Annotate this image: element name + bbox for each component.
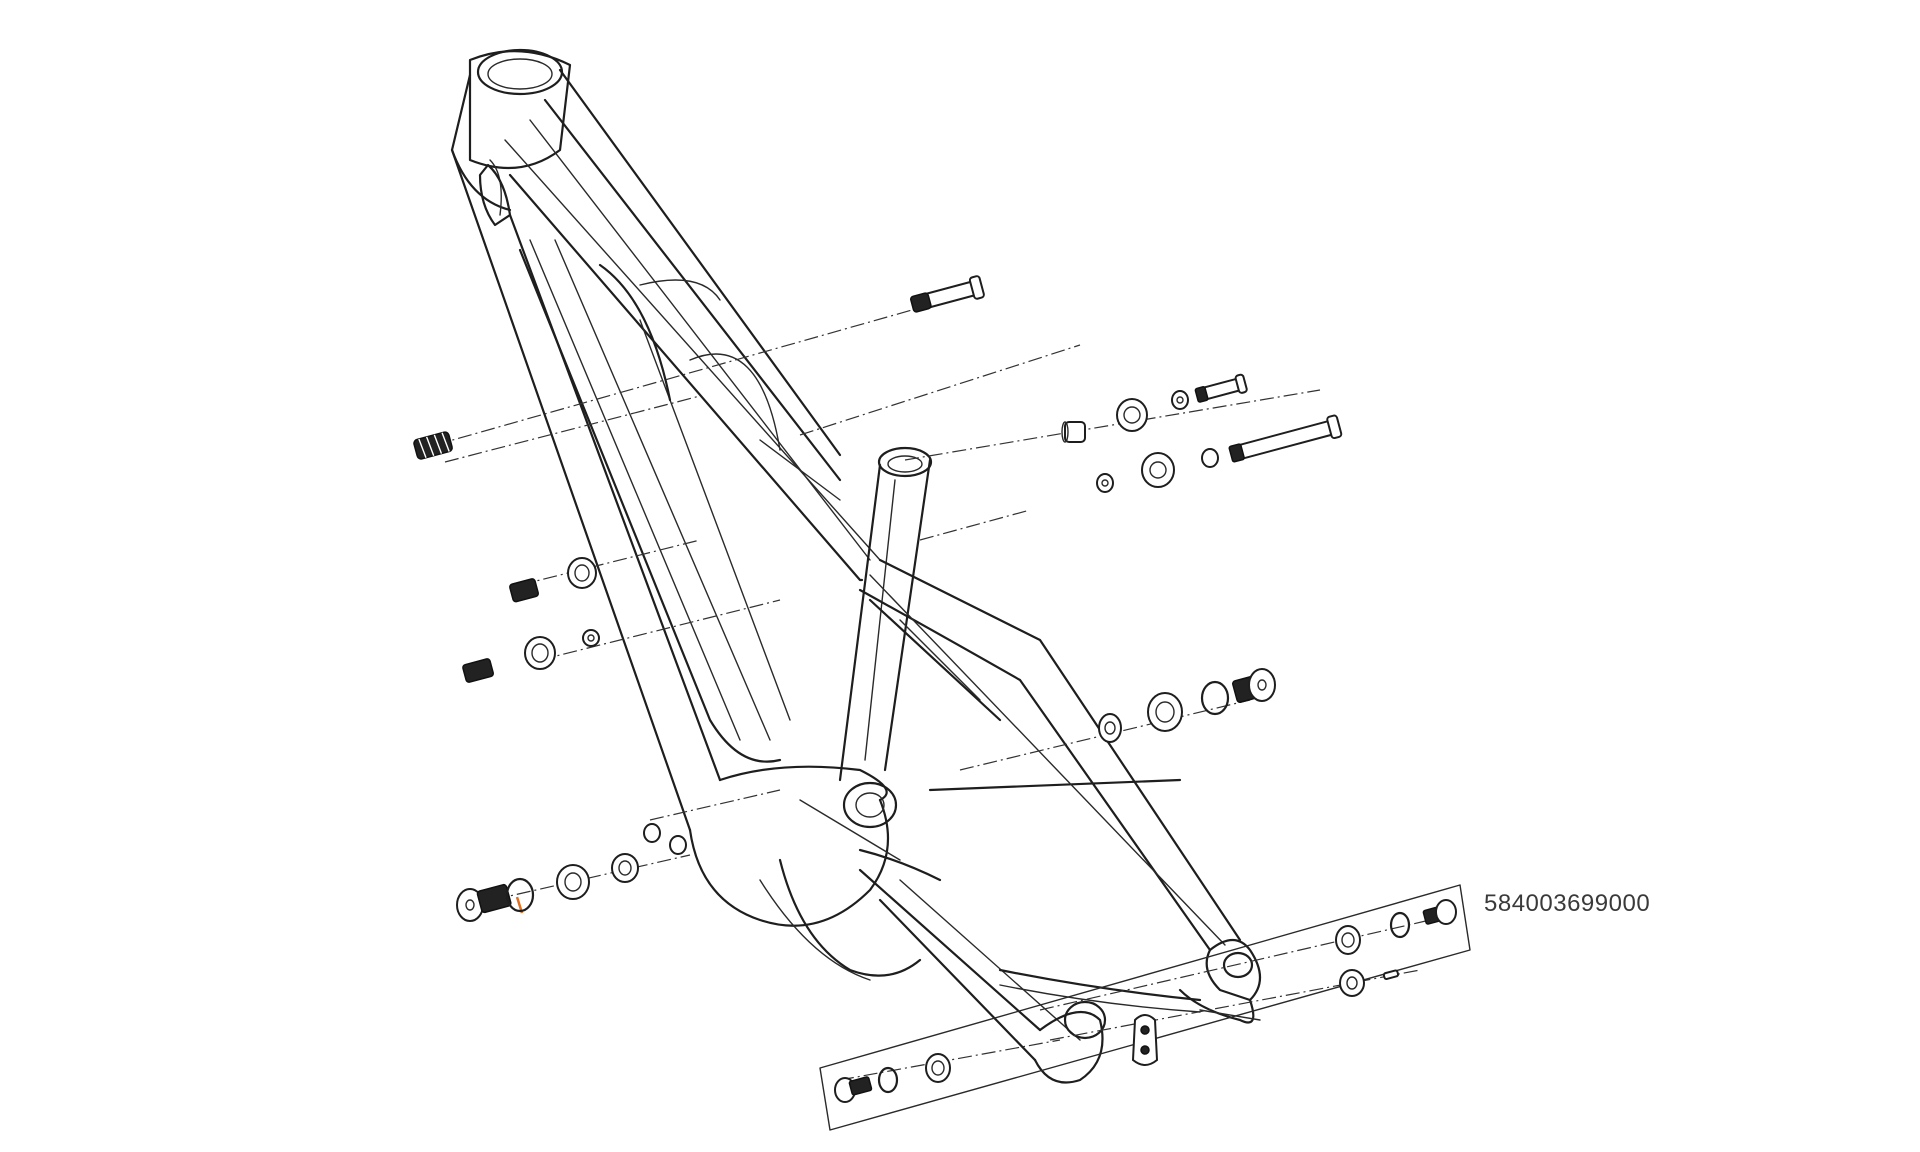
kit-circlip-left <box>877 1066 899 1094</box>
bearing-3 <box>556 864 590 900</box>
kit-circlip-right <box>1389 911 1411 939</box>
pivot-bolt-2 <box>1232 668 1276 703</box>
washer-3 <box>1096 473 1114 493</box>
right-hardware <box>910 275 1343 743</box>
top-tube <box>504 68 881 582</box>
front-triangle <box>450 48 942 981</box>
threaded-insert-3 <box>462 658 494 683</box>
nut-2 <box>669 835 687 855</box>
kit-bolt-right <box>1422 899 1457 925</box>
nut-1 <box>643 823 661 843</box>
kit-bearing-right <box>1335 925 1361 955</box>
assembly-axes <box>434 294 1431 1081</box>
bearing-2 <box>524 636 556 670</box>
main-pivot-axle <box>1228 414 1343 463</box>
washer-5 <box>1098 713 1122 743</box>
kit-bearing-left <box>925 1053 951 1083</box>
bearing-7 <box>1147 692 1183 732</box>
threaded-insert-1 <box>413 431 453 460</box>
part-number-label: 584003699000 <box>1484 890 1651 917</box>
circlip-2 <box>1200 680 1230 716</box>
left-hardware <box>413 431 687 922</box>
hanger-nut <box>1339 969 1365 997</box>
washer-1 <box>582 629 600 647</box>
bearing-4 <box>611 853 639 883</box>
bearing-5 <box>1116 398 1148 432</box>
kit-bolt-left <box>834 1076 873 1103</box>
down-tube <box>450 148 791 832</box>
pivot-bolt-lower <box>456 883 524 922</box>
bearing-1 <box>567 557 597 589</box>
bearing-6 <box>1141 452 1175 488</box>
hanger-pin <box>1382 969 1400 981</box>
pivot-bolt-1 <box>1194 373 1248 403</box>
bottom-bracket <box>688 765 942 981</box>
threaded-insert-2 <box>509 578 539 603</box>
derailleur-hanger <box>1131 1014 1159 1066</box>
circlip-1 <box>505 877 535 913</box>
washer-2 <box>1171 390 1189 410</box>
shock-bolt-upper <box>910 275 985 313</box>
washer-4 <box>1201 448 1219 468</box>
parts-kit-box <box>819 884 1471 1131</box>
spacer-1 <box>1061 421 1086 443</box>
rear-triangle <box>858 558 1262 1084</box>
